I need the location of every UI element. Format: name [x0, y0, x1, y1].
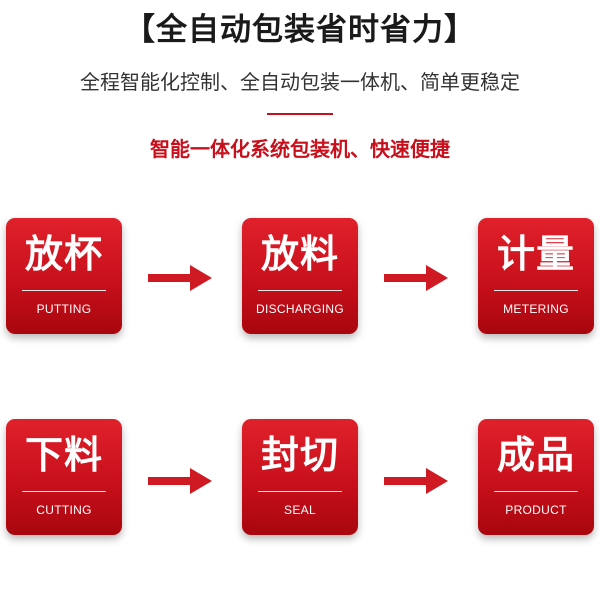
tagline: 智能一体化系统包装机、快速便捷 — [150, 137, 450, 161]
step-subtitle: SEAL — [284, 503, 316, 517]
step-divider — [258, 290, 342, 291]
step-divider — [22, 290, 106, 291]
step-subtitle: CUTTING — [36, 503, 92, 517]
arrow-right-icon — [148, 265, 212, 291]
arrow-right-icon — [384, 468, 448, 494]
step-subtitle: PRODUCT — [505, 503, 567, 517]
step-title: 放杯 — [24, 232, 103, 276]
step-title: 放料 — [260, 232, 339, 276]
step-title: 下料 — [24, 433, 103, 477]
step-divider — [22, 491, 106, 492]
arrow-right-icon — [384, 265, 448, 291]
step-card-metering: 计量 METERING — [478, 218, 594, 334]
step-card-cutting: 下料 CUTTING — [6, 419, 122, 535]
step-title: 计量 — [496, 232, 575, 276]
page-title: 【全自动包装省时省力】 — [124, 12, 476, 48]
step-title: 封切 — [260, 433, 339, 477]
step-subtitle: METERING — [503, 302, 569, 316]
step-subtitle: DISCHARGING — [256, 302, 344, 316]
step-divider — [258, 491, 342, 492]
arrow-right-icon — [148, 468, 212, 494]
step-subtitle: PUTTING — [36, 302, 92, 316]
divider-line — [267, 113, 333, 115]
step-card-putting: 放杯 PUTTING — [6, 218, 122, 334]
step-card-discharging: 放料 DISCHARGING — [242, 218, 358, 334]
step-card-product: 成品 PRODUCT — [478, 419, 594, 535]
step-divider — [494, 491, 578, 492]
step-card-seal: 封切 SEAL — [242, 419, 358, 535]
page-subtitle: 全程智能化控制、全自动包装一体机、简单更稳定 — [80, 70, 520, 94]
step-divider — [494, 290, 578, 291]
step-title: 成品 — [496, 433, 575, 477]
